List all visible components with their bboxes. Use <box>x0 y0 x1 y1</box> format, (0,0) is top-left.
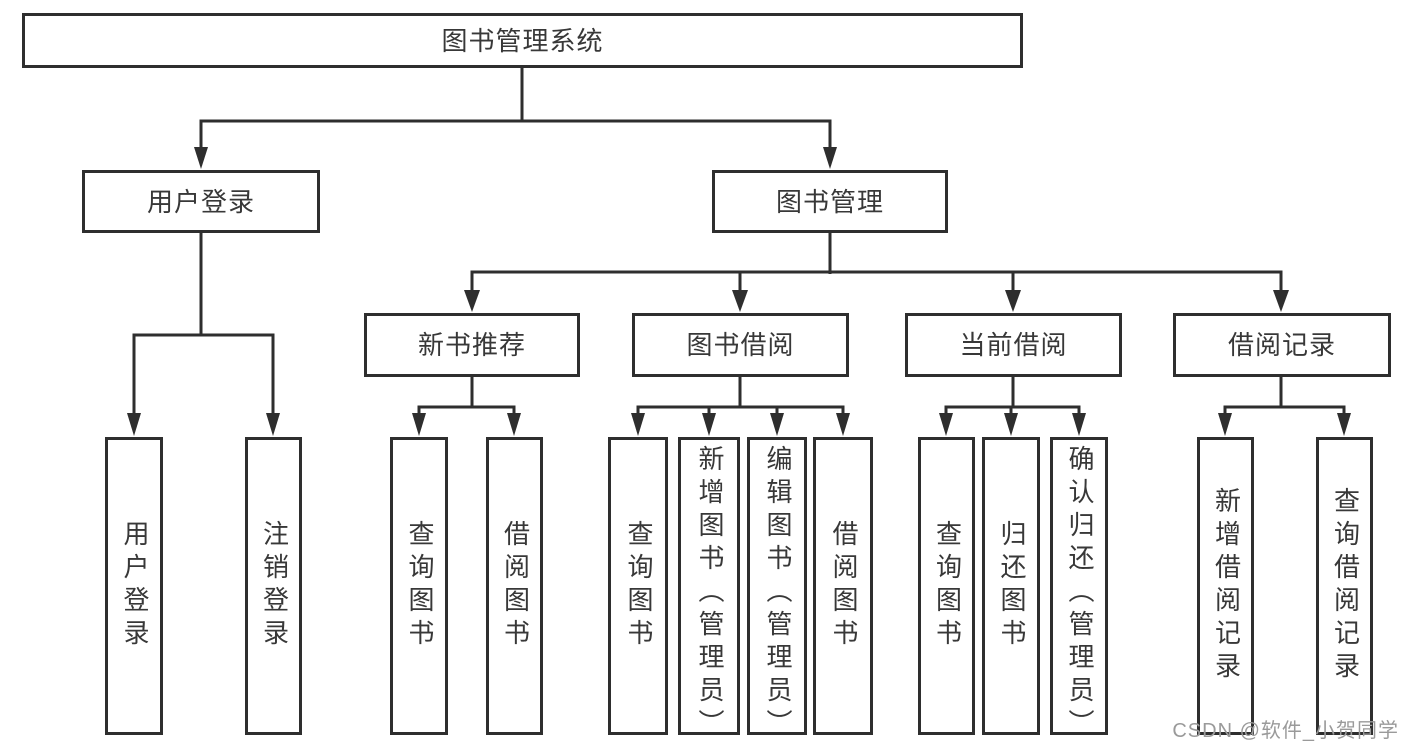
arrowheads <box>127 147 1351 436</box>
node-current-borrow: 当前借阅 <box>905 313 1122 377</box>
arrowhead-down-icon <box>770 413 784 436</box>
leaf-query-borrow-record: 查询借阅记录 <box>1316 437 1373 735</box>
node-label: 用户登录 <box>146 186 255 217</box>
arrowhead-down-icon <box>823 147 837 169</box>
leaf-logout: 注销登录 <box>245 437 302 735</box>
leaf-label: 查询图书 <box>623 520 654 652</box>
arrowhead-down-icon <box>1072 413 1086 436</box>
arrowhead-down-icon <box>702 413 716 436</box>
leaf-confirm-return-admin: 确认归还（管理员） <box>1050 437 1108 742</box>
arrowhead-down-icon <box>1337 413 1351 436</box>
leaf-query-books: 查询图书 <box>608 437 668 735</box>
leaf-label: 确认归还（管理员） <box>1064 445 1095 742</box>
leaf-borrow-books: 借阅图书 <box>813 437 873 735</box>
leaf-borrow-books: 借阅图书 <box>486 437 543 735</box>
connector-user-split <box>132 333 275 416</box>
leaf-query-books: 查询图书 <box>918 437 975 735</box>
arrowhead-down-icon <box>127 413 141 436</box>
node-book-borrow: 图书借阅 <box>632 313 849 377</box>
connector-records-split <box>1223 405 1346 416</box>
leaf-add-book-admin: 新增图书（管理员） <box>678 437 740 742</box>
node-new-book-recommend: 新书推荐 <box>364 313 580 377</box>
arrowhead-down-icon <box>732 290 748 312</box>
node-label: 新书推荐 <box>417 330 526 360</box>
arrowhead-down-icon <box>939 413 953 436</box>
arrowhead-down-icon <box>631 413 645 436</box>
arrowhead-down-icon <box>836 413 850 436</box>
arrowhead-down-icon <box>464 290 480 312</box>
connector-mgmt-split <box>470 270 1283 292</box>
leaf-label: 借阅图书 <box>828 520 859 652</box>
node-label: 图书管理 <box>775 186 884 217</box>
leaf-user-login: 用户登录 <box>105 437 163 735</box>
leaf-label: 用户登录 <box>119 520 150 652</box>
leaf-label: 编辑图书（管理员） <box>762 445 793 742</box>
node-book-management: 图书管理 <box>712 170 948 233</box>
arrowhead-down-icon <box>194 147 208 169</box>
leaf-label: 查询图书 <box>404 520 435 652</box>
leaf-query-books: 查询图书 <box>390 437 448 735</box>
node-borrow-records: 借阅记录 <box>1173 313 1391 377</box>
arrowhead-down-icon <box>1273 290 1289 312</box>
connector-root-split <box>199 119 832 148</box>
leaf-label: 查询图书 <box>932 520 963 652</box>
csdn-watermark: CSDN @软件_小贺同学 <box>1172 720 1399 742</box>
leaf-label: 新增图书（管理员） <box>694 445 725 742</box>
node-label: 借阅记录 <box>1227 330 1336 360</box>
leaf-return-books: 归还图书 <box>982 437 1040 735</box>
leaf-label: 归还图书 <box>996 520 1027 652</box>
node-library-management-system: 图书管理系统 <box>22 13 1023 68</box>
arrowhead-down-icon <box>1005 290 1021 312</box>
arrowhead-down-icon <box>1218 413 1232 436</box>
node-label: 图书管理系统 <box>441 25 604 56</box>
arrowhead-down-icon <box>412 413 426 436</box>
leaf-label: 新增借阅记录 <box>1211 487 1242 685</box>
node-label: 当前借阅 <box>959 330 1068 360</box>
arrowhead-down-icon <box>1004 413 1018 436</box>
leaf-add-borrow-record: 新增借阅记录 <box>1197 437 1254 735</box>
node-label: 图书借阅 <box>686 330 795 360</box>
leaf-edit-book-admin: 编辑图书（管理员） <box>747 437 807 742</box>
arrowhead-down-icon <box>266 413 280 436</box>
connector-borrow-split <box>636 405 845 416</box>
leaf-label: 注销登录 <box>259 520 290 652</box>
leaf-label: 借阅图书 <box>500 520 531 652</box>
node-user-login: 用户登录 <box>82 170 320 233</box>
leaf-label: 查询借阅记录 <box>1330 487 1361 685</box>
connector-recommend-split <box>417 405 516 416</box>
arrowhead-down-icon <box>507 413 521 436</box>
